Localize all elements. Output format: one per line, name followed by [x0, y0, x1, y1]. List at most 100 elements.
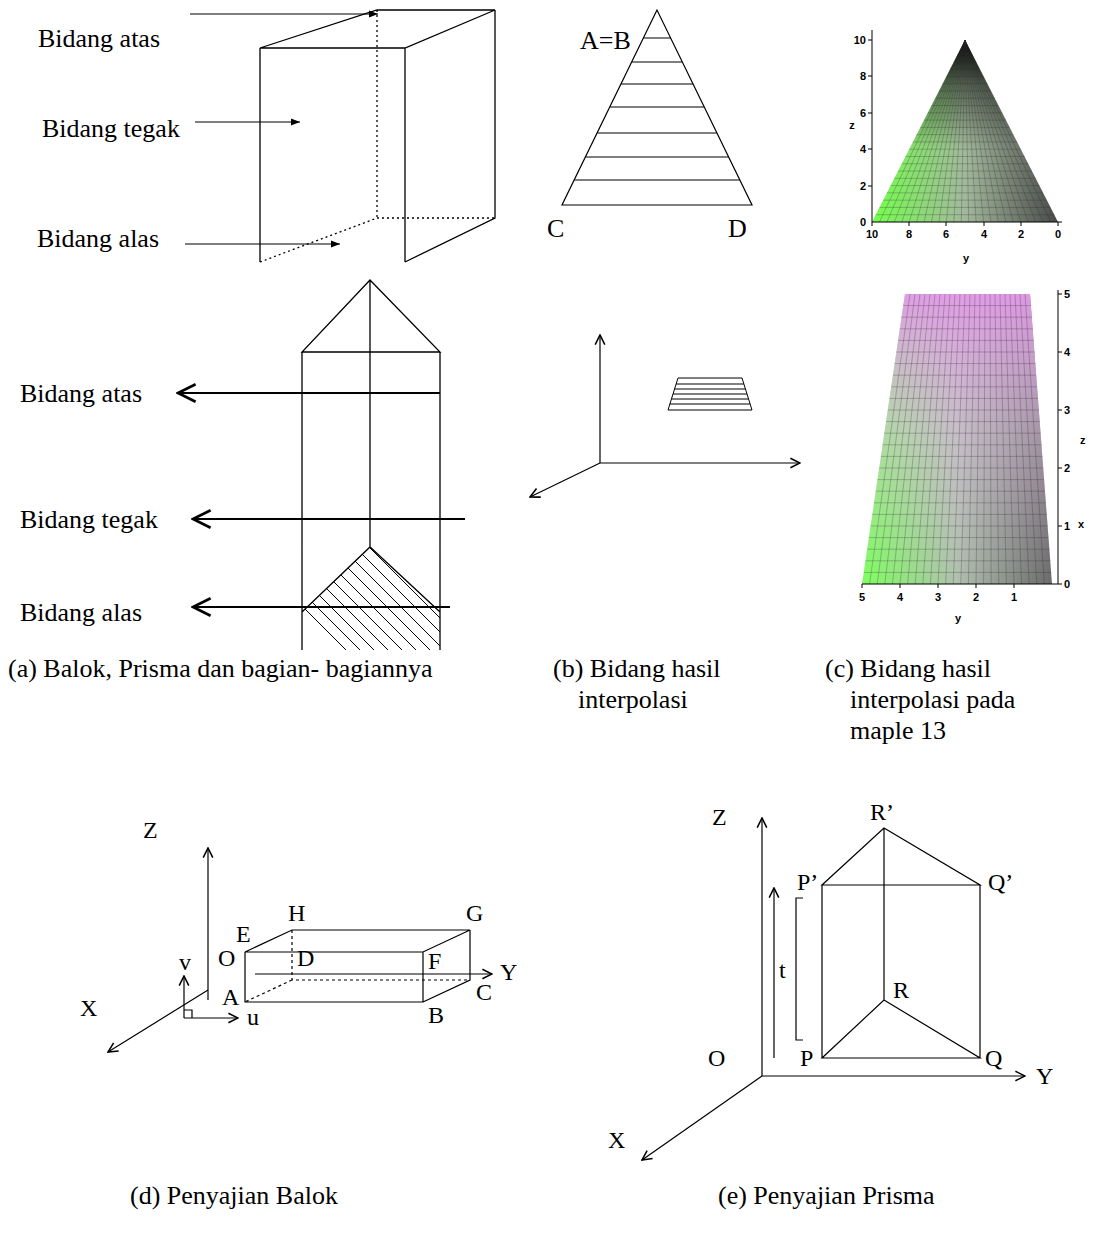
axis-label: y	[963, 252, 969, 265]
surface-grid	[917, 134, 1014, 135]
axis-arrow	[108, 990, 208, 1052]
maple-surface	[872, 40, 1058, 222]
vertex-label: Q	[985, 1044, 1002, 1073]
surface-grid	[924, 120, 1006, 121]
surface-grid	[874, 502, 1046, 503]
surface-grid	[894, 40, 965, 222]
axis-arrow	[642, 1076, 762, 1160]
surface-grid	[876, 491, 1045, 492]
surface-grid	[877, 479, 1044, 480]
interpolated-triangle	[562, 10, 752, 205]
surface-grid	[946, 294, 960, 584]
axis-arrow	[642, 818, 1025, 1160]
surface-grid	[898, 340, 1033, 341]
surface-grid	[871, 526, 1048, 527]
surface-grid	[965, 40, 1013, 222]
part-label: Bidang atas	[38, 23, 160, 54]
tick-label: 1	[1011, 591, 1017, 604]
axis-label: z	[1080, 434, 1086, 447]
surface-grid	[965, 40, 998, 222]
axis-label: x	[1078, 518, 1084, 531]
surface-grid	[965, 40, 1021, 222]
surface-grid	[935, 98, 995, 99]
axis-label: X	[608, 1126, 625, 1155]
tick-label: 3	[1064, 404, 1070, 417]
surface-grid	[1000, 294, 1006, 584]
pointer-arrow	[185, 14, 378, 244]
surface-grid	[961, 294, 970, 584]
axis-arrow	[207, 848, 208, 1000]
tick-label: 4	[860, 143, 866, 156]
surface-grid	[954, 40, 965, 222]
surface-grid	[893, 375, 1036, 376]
tick-label: 8	[860, 70, 866, 83]
surface-grid	[932, 105, 999, 106]
part-label: Bidang tegak	[20, 504, 158, 535]
surface-grid	[915, 294, 940, 584]
tick-label: 5	[859, 591, 865, 604]
surface-grid	[913, 141, 1017, 142]
vertex-label: P’	[797, 868, 818, 897]
surface-grid	[872, 514, 1046, 515]
surface-grid	[923, 294, 945, 584]
surface-grid	[965, 40, 1006, 222]
pointer-arrow	[190, 13, 378, 14]
vertex-label: D	[297, 944, 314, 973]
tick-label: 1	[1064, 520, 1070, 533]
plot-axis	[868, 40, 1058, 226]
surface-grid	[943, 83, 988, 84]
surface-grid	[930, 294, 950, 584]
surface-grid	[965, 40, 1051, 222]
surface-grid	[876, 214, 1055, 215]
base-hatching	[236, 540, 552, 660]
tick-label: 8	[906, 228, 912, 241]
axis-label: z	[849, 119, 855, 132]
vertex-label: A	[222, 983, 239, 1012]
figure-caption: (e) Penyajian Prisma	[718, 1180, 935, 1211]
maple-surface	[862, 294, 1052, 584]
surface-grid	[908, 294, 935, 584]
surface-grid	[976, 294, 980, 584]
axis-arrow	[183, 976, 184, 1018]
surface-grid	[883, 444, 1042, 445]
origin-label: O	[708, 1044, 725, 1073]
vertex-label: R	[893, 976, 909, 1005]
axis-label: Y	[500, 958, 517, 987]
axis-label: y	[955, 612, 961, 625]
surface-grid	[965, 40, 1028, 222]
surface-grid	[883, 200, 1047, 201]
surface-grid	[905, 156, 1024, 157]
surface-grid	[900, 328, 1033, 329]
axis-arrow	[255, 973, 492, 974]
surface-grid	[909, 40, 965, 222]
tick-label: 2	[860, 180, 866, 193]
tick-label: 5	[1064, 288, 1070, 301]
plot-axis	[862, 290, 1062, 588]
surface-grid	[865, 560, 1050, 561]
interpolated-trapezoid	[668, 378, 752, 410]
axis-arrow	[773, 888, 774, 1058]
part-label: Bidang atas	[20, 378, 142, 409]
tick-label: 0	[1055, 228, 1061, 241]
plot-axis	[862, 290, 1058, 584]
surface-grid	[902, 163, 1028, 164]
vertex-label: B	[428, 1001, 444, 1030]
surface-grid	[891, 386, 1037, 387]
pointer-arrow	[193, 606, 450, 608]
surface-grid	[946, 40, 965, 222]
surface-grid	[864, 572, 1051, 573]
surface-grid	[864, 294, 1051, 584]
axis-label: Z	[712, 803, 727, 832]
surface-grid	[1025, 294, 1044, 584]
vector-label: v	[179, 948, 191, 977]
cuboid-figure	[245, 930, 470, 1002]
surface-grid	[881, 456, 1042, 457]
axis-arrow	[762, 1075, 1025, 1076]
vertex-label: H	[288, 899, 305, 928]
surface-grid	[961, 40, 965, 222]
point-label: A=B	[580, 25, 631, 56]
surface-grid	[965, 40, 1043, 222]
maple-surface	[862, 294, 1052, 584]
